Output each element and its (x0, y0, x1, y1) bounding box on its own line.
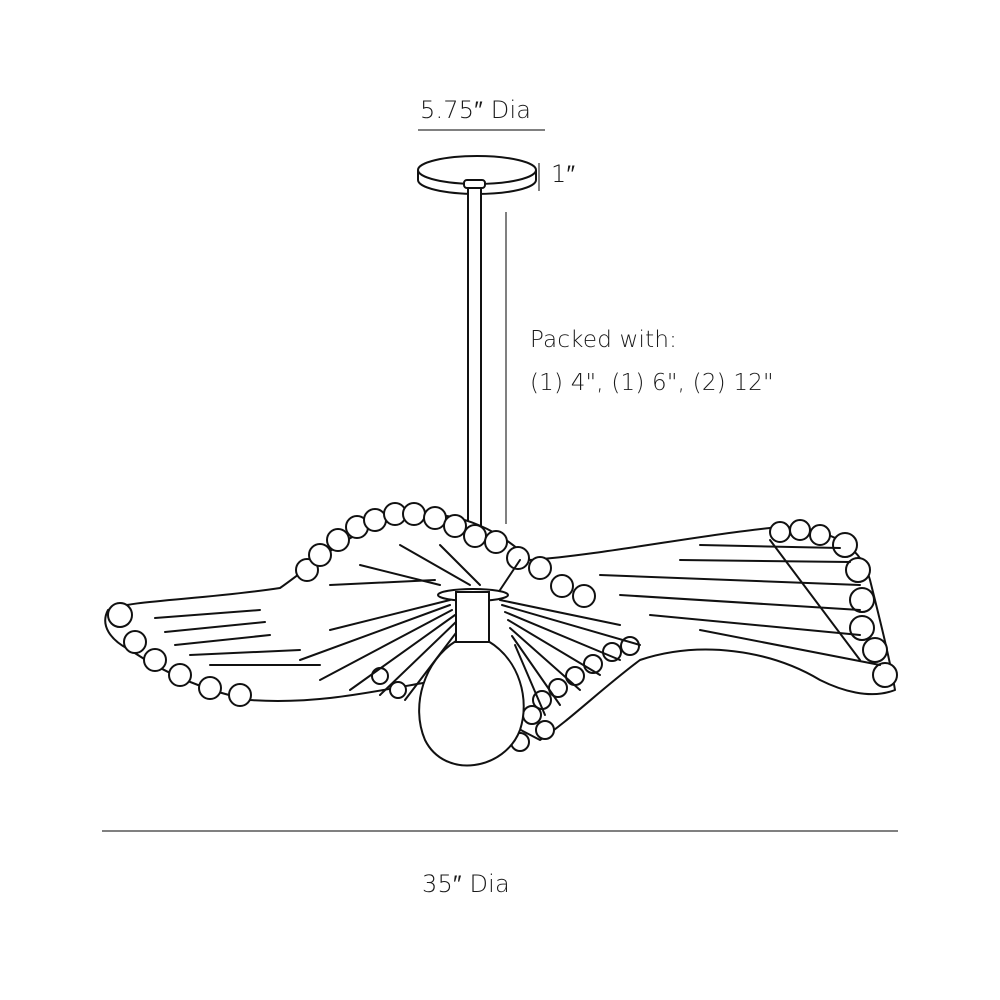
bulb-socket (455, 591, 490, 643)
packed-rods-list: (1) 4", (1) 6", (2) 12" (530, 370, 774, 396)
canopy-height-label: 1″ (551, 160, 576, 188)
bulb-glass (418, 640, 525, 767)
shade-ribs (154, 539, 881, 716)
down-rod (467, 187, 482, 539)
canopy-diameter-label: 5.75″ Dia (420, 96, 532, 124)
overall-diameter-label: 35″ Dia (422, 870, 510, 898)
packed-with-title: Packed with: (530, 327, 678, 353)
light-bulb (418, 588, 525, 767)
